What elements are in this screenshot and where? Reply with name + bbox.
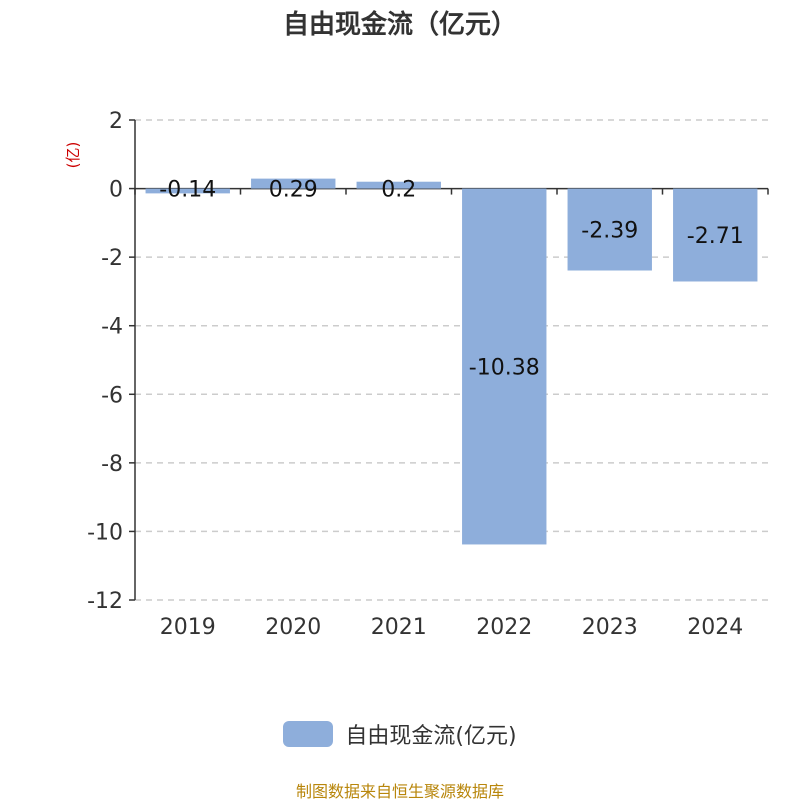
data-label: 0.2 <box>381 178 416 203</box>
x-tick-label: 2020 <box>265 615 321 640</box>
bar-2020[interactable] <box>251 178 336 189</box>
footer-source: 制图数据来自恒生聚源数据库 <box>295 782 504 801</box>
data-labels: -0.14 0.29 0.2 -10.38 -2.39 -2.71 <box>159 178 743 381</box>
chart-title: 自由现金流（亿元） <box>282 10 517 40</box>
x-tick-label: 2023 <box>582 615 638 640</box>
y-tick-label: -6 <box>101 383 123 408</box>
axes: 2 0 -2 -4 -6 -8 -10 -12 2019 2020 2021 2022 2023 2024 <box>87 109 769 640</box>
bar-2024[interactable] <box>673 188 758 282</box>
data-label: -2.71 <box>687 224 744 249</box>
legend-swatch <box>283 721 334 747</box>
x-tick-label: 2021 <box>371 615 427 640</box>
y-tick-label: 0 <box>109 178 123 203</box>
data-label: -2.39 <box>581 219 638 244</box>
bar-2023[interactable] <box>567 188 652 271</box>
y-tick-label: -2 <box>101 246 123 271</box>
data-label: -10.38 <box>469 356 540 381</box>
data-label: 0.29 <box>269 178 318 203</box>
y-tick-label: 2 <box>109 109 123 134</box>
y-tick-label: -4 <box>101 315 123 340</box>
bar-2021[interactable] <box>356 181 441 189</box>
legend[interactable]: 自由现金流(亿元) <box>0 718 800 750</box>
x-tick-label: 2019 <box>160 615 216 640</box>
bars <box>145 178 758 545</box>
y-axis-label: (亿) <box>64 142 82 169</box>
y-tick-label: -12 <box>87 589 123 614</box>
y-tick-label: -8 <box>101 452 123 477</box>
bar-2019[interactable] <box>145 188 230 194</box>
x-tick-label: 2022 <box>476 615 532 640</box>
data-label: -0.14 <box>159 178 216 203</box>
bar-2022[interactable] <box>462 188 547 545</box>
legend-label: 自由现金流(亿元) <box>345 724 517 749</box>
x-tick-label: 2024 <box>687 615 743 640</box>
y-tick-label: -10 <box>87 520 123 545</box>
